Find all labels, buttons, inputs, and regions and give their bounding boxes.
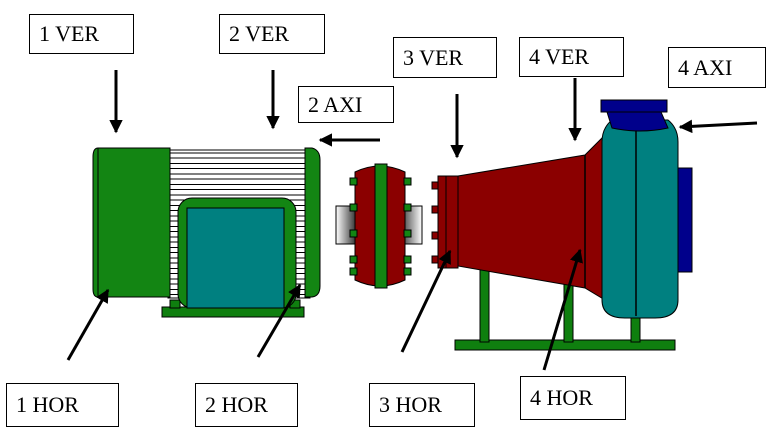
machine-top-cap-neck (606, 111, 669, 132)
coupling (335, 163, 423, 289)
coupling-bolt (403, 255, 412, 264)
coupling-bolt (349, 177, 358, 186)
label-4-ver: 4 VER (519, 37, 624, 77)
coupling-center-band (374, 163, 388, 289)
motor-end-cap-right (304, 147, 321, 298)
arrow-1-hor (66, 288, 110, 361)
label-2-hor: 2 HOR (195, 383, 298, 427)
motor-rear-housing (92, 147, 171, 298)
coupling-bolt (349, 255, 358, 264)
driven-machine (431, 99, 693, 351)
label-4-axi: 4 AXI (668, 47, 766, 88)
coupling-bolt (403, 177, 412, 186)
label-1-ver: 1 VER (29, 14, 134, 54)
flange-bolt (431, 255, 439, 264)
label-2-ver: 2 VER (219, 14, 325, 54)
motor (92, 147, 321, 318)
label-4-hor: 4 HOR (520, 376, 626, 420)
machine-top-cap (600, 99, 668, 113)
machine-support-leg-1 (479, 259, 490, 343)
flange-bolt (431, 205, 439, 214)
motor-fin (169, 163, 307, 169)
motor-fin (169, 173, 307, 180)
arrow-3-hor (400, 249, 452, 353)
coupling-bolt (403, 267, 412, 276)
flange-bolt (431, 181, 439, 190)
coupling-bolt (349, 203, 358, 212)
coupling-bolts (349, 177, 412, 276)
flange-bolt (431, 231, 439, 240)
machine-teal-casing (601, 119, 679, 319)
label-3-ver: 3 VER (393, 37, 497, 78)
coupling-bolt (349, 229, 358, 238)
motor-terminal-box (186, 207, 285, 309)
coupling-bolt (403, 229, 412, 238)
machine-inlet-flange (437, 175, 459, 269)
flange-bolts (431, 181, 439, 264)
motor-fin (169, 184, 307, 190)
coupling-bolt (349, 267, 358, 276)
coupling-bolt (403, 203, 412, 212)
label-2-axi: 2 AXI (298, 86, 394, 123)
motor-base-foot-left (169, 299, 181, 309)
measurement-arrows (66, 70, 758, 371)
arrow-4-axi (678, 119, 758, 134)
arrow-4-hor (542, 248, 583, 371)
label-1-hor: 1 HOR (6, 383, 119, 427)
arrow-2-hor (256, 283, 302, 358)
motor-fin (169, 152, 307, 159)
label-3-hor: 3 HOR (369, 383, 475, 427)
